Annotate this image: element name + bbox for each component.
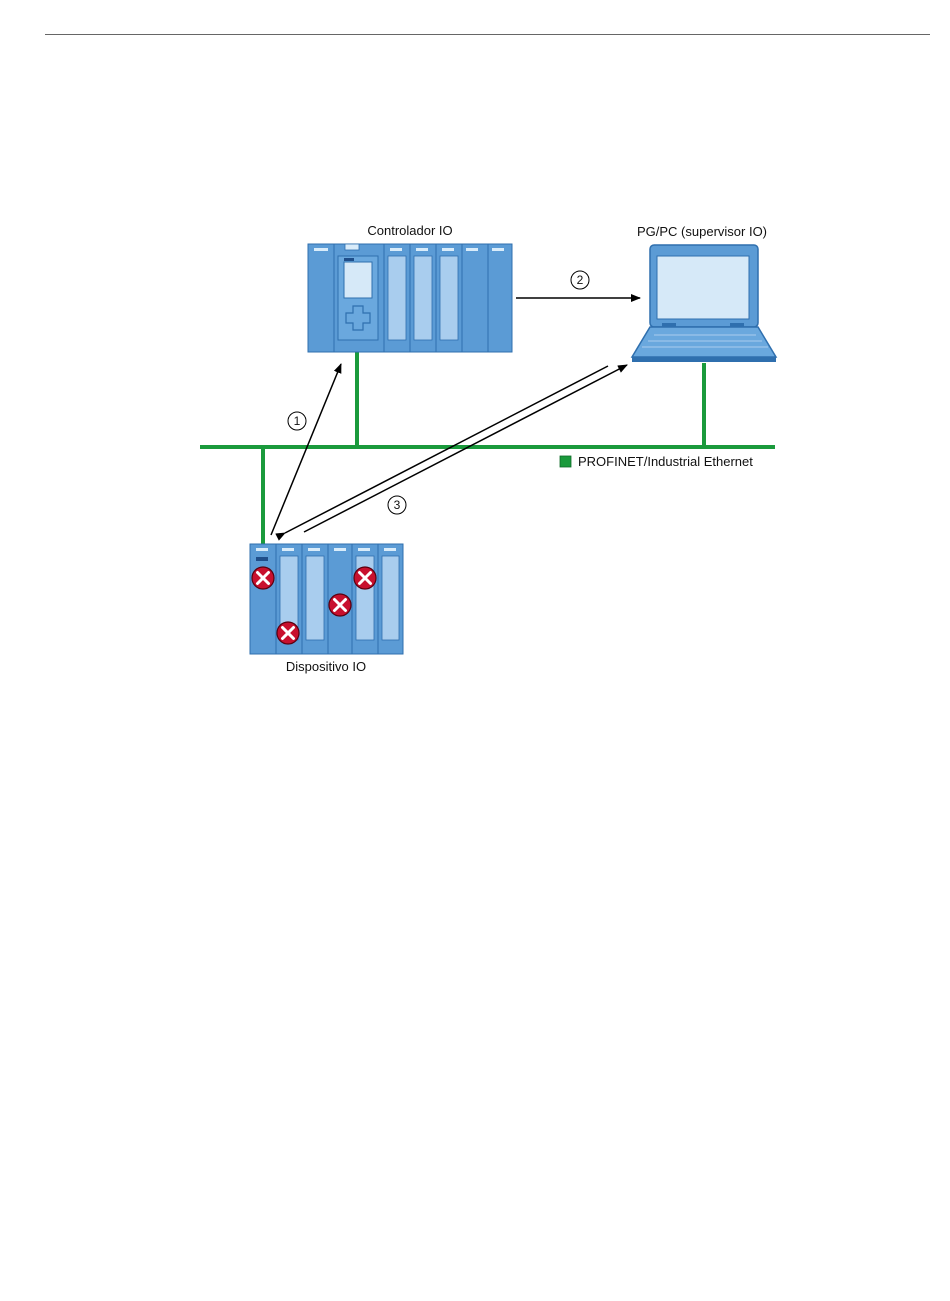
error-cross-icon <box>277 622 299 644</box>
io-device: Dispositivo IO <box>250 544 403 674</box>
error-cross-icon <box>252 567 274 589</box>
svg-text:3: 3 <box>394 498 401 512</box>
legend-square-icon <box>560 456 571 467</box>
device-label: Dispositivo IO <box>286 659 366 674</box>
plc-controller-icon: Controlador IO <box>308 223 512 352</box>
network-legend: PROFINET/Industrial Ethernet <box>560 454 753 469</box>
network-bus <box>200 352 775 545</box>
step-marker-2: 2 <box>571 271 589 289</box>
step-marker-1: 1 <box>288 412 306 430</box>
svg-text:2: 2 <box>577 273 584 287</box>
network-label: PROFINET/Industrial Ethernet <box>578 454 753 469</box>
controller-label: Controlador IO <box>367 223 452 238</box>
error-cross-icon <box>329 594 351 616</box>
pc-label: PG/PC (supervisor IO) <box>637 224 767 239</box>
svg-text:1: 1 <box>294 414 301 428</box>
laptop-icon: PG/PC (supervisor IO) <box>632 224 776 362</box>
step-marker-3: 3 <box>388 496 406 514</box>
error-cross-icon <box>354 567 376 589</box>
